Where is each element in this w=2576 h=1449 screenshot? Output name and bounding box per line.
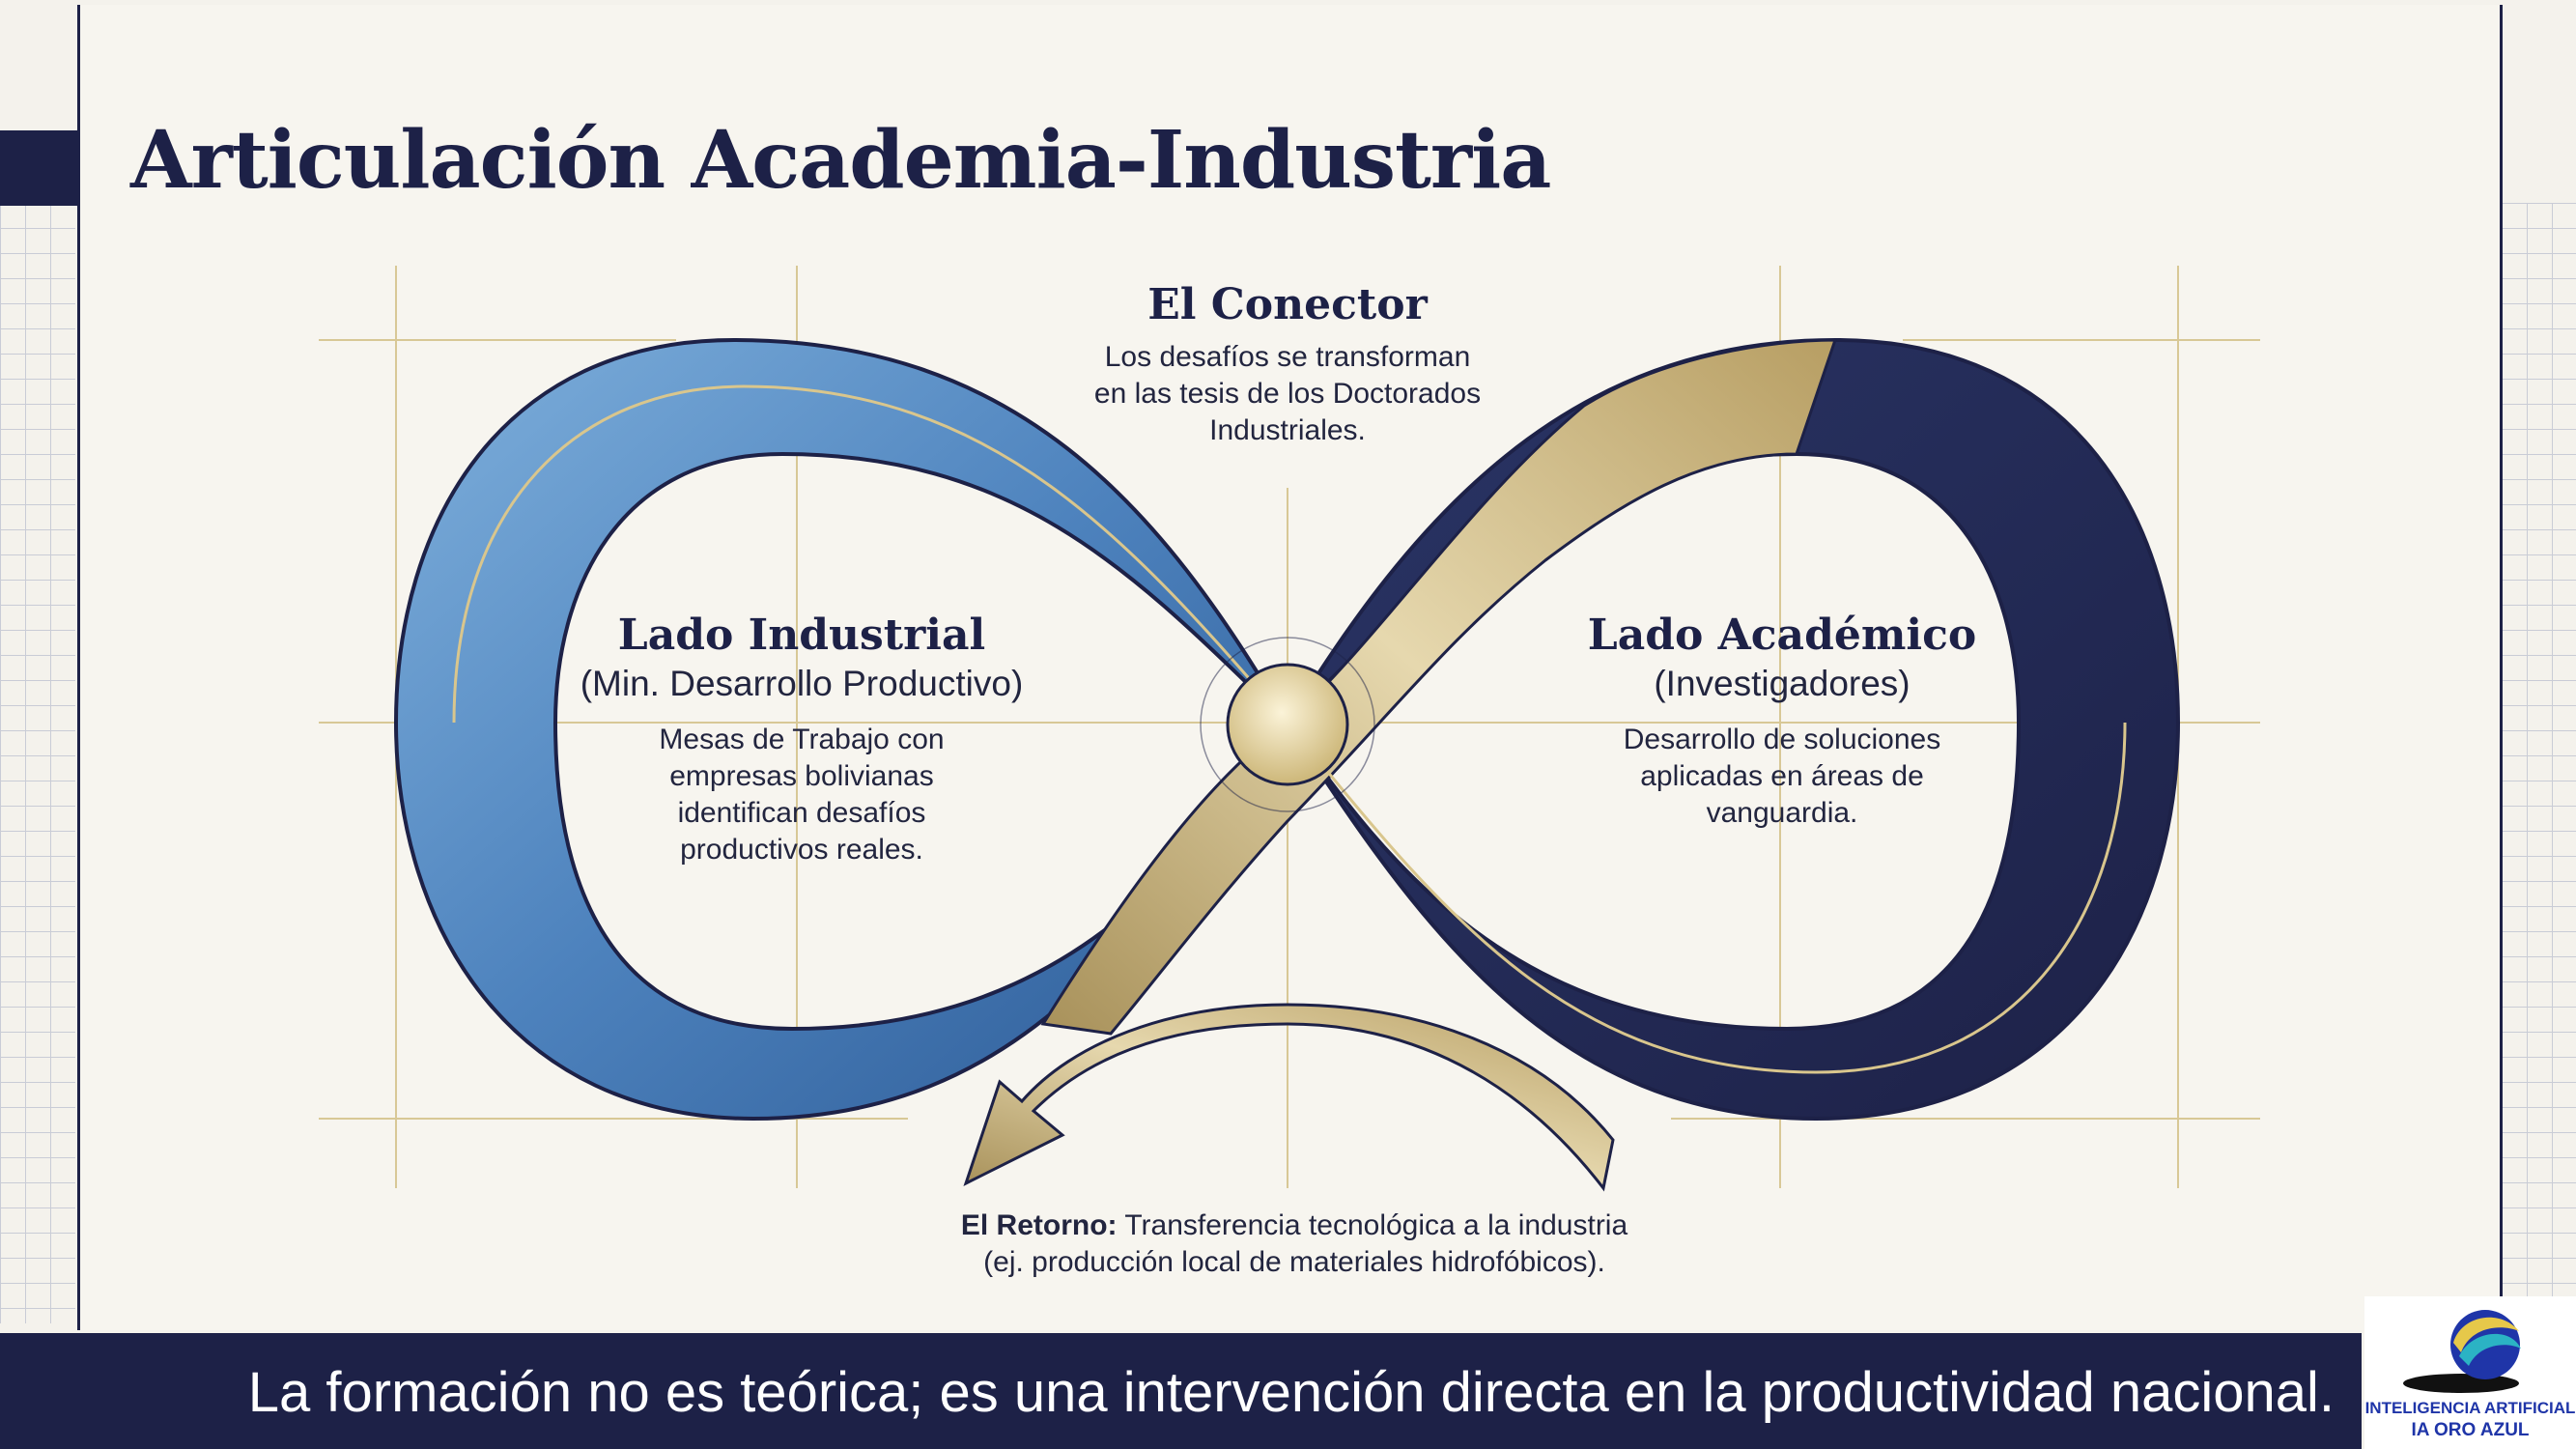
- brand-logo: INTELIGENCIA ARTIFICIAL IA ORO AZUL: [2364, 1296, 2576, 1449]
- return-caption: El Retorno: Transferencia tecnológica a …: [960, 1209, 1628, 1278]
- gold-accent-lines: [452, 384, 2127, 1074]
- industrial-subheading: (Min. Desarrollo Productivo): [580, 664, 1024, 703]
- left-grid-decoration: [0, 203, 75, 1323]
- connector-heading: El Conector: [1147, 280, 1428, 329]
- connector-hub: [1226, 663, 1349, 786]
- logo-line-1: INTELIGENCIA ARTIFICIAL: [2364, 1399, 2576, 1417]
- industrial-block: Lado Industrial (Min. Desarrollo Product…: [551, 611, 1053, 868]
- right-grid-decoration: [2502, 203, 2576, 1323]
- footer-banner: La formación no es teórica; es una inter…: [0, 1333, 2362, 1449]
- title-accent-bar: [0, 130, 77, 206]
- academic-loop: [1286, 337, 2181, 1122]
- academic-heading: Lado Académico: [1587, 611, 1977, 660]
- return-label: El Retorno:: [960, 1209, 1118, 1241]
- connector-block: El Conector Los desafíos se transforman …: [1046, 280, 1529, 449]
- return-arrow: [963, 1003, 1615, 1192]
- industrial-heading: Lado Industrial: [617, 611, 986, 660]
- academic-text: Desarrollo de soluciones aplicadas en ár…: [1623, 724, 1941, 829]
- academic-block: Lado Académico (Investigadores) Desarrol…: [1545, 611, 2019, 832]
- logo-line-2: IA ORO AZUL: [2411, 1420, 2530, 1440]
- page-title: Articulación Academia-Industria: [130, 114, 1551, 207]
- academic-subheading: (Investigadores): [1654, 664, 1911, 703]
- logo-globe-icon: [2403, 1310, 2521, 1393]
- industrial-text: Mesas de Trabajo con empresas bolivianas…: [659, 724, 945, 866]
- footer-text: La formación no es teórica; es una inter…: [247, 1361, 2335, 1424]
- connector-text: Los desafíos se transforman en las tesis…: [1093, 341, 1482, 446]
